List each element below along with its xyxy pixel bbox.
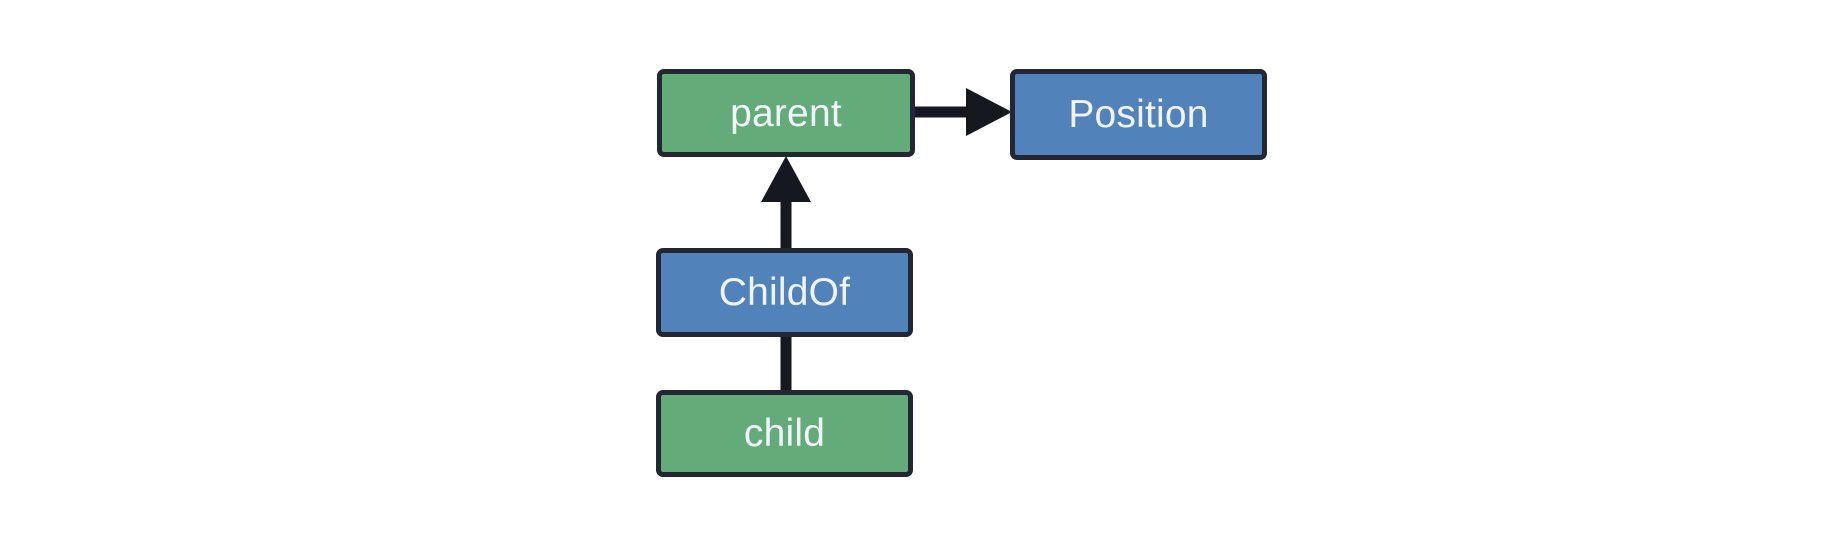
node-parent[interactable]: parent	[657, 69, 915, 157]
arrowhead-right-icon	[966, 88, 1012, 136]
node-childof[interactable]: ChildOf	[656, 248, 913, 337]
edge-parent-to-position	[913, 88, 1012, 136]
arrowhead-up-icon	[761, 156, 811, 202]
node-position[interactable]: Position	[1010, 69, 1267, 160]
edge-childof-to-parent	[761, 156, 811, 250]
node-child[interactable]: child	[656, 390, 913, 477]
